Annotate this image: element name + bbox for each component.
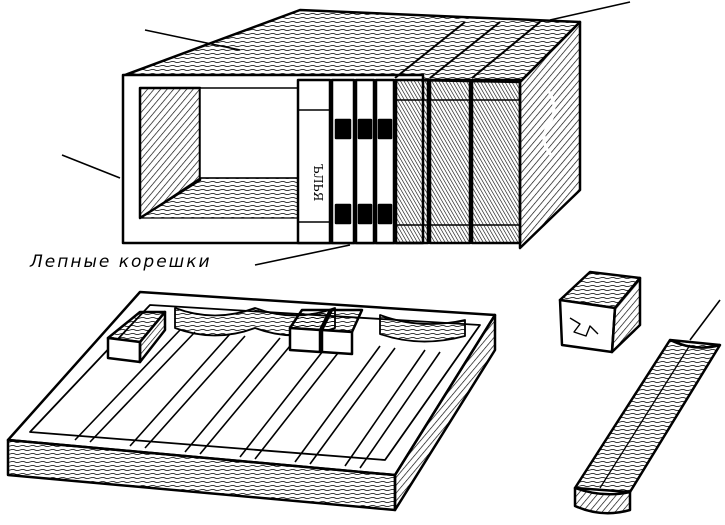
caption-molded-spines: Лепные корешки [30,252,212,272]
molded-spines: ЪЛЬЯ [296,78,522,245]
grooved-tray-with-spine-molds [6,290,497,512]
book-box-with-molded-spines: ЪЛЬЯ [121,8,582,250]
svg-text:ЪЛЬЯ: ЪЛЬЯ [311,164,325,202]
curved-spine-strip [573,338,722,515]
spine-mold-block [558,270,642,354]
